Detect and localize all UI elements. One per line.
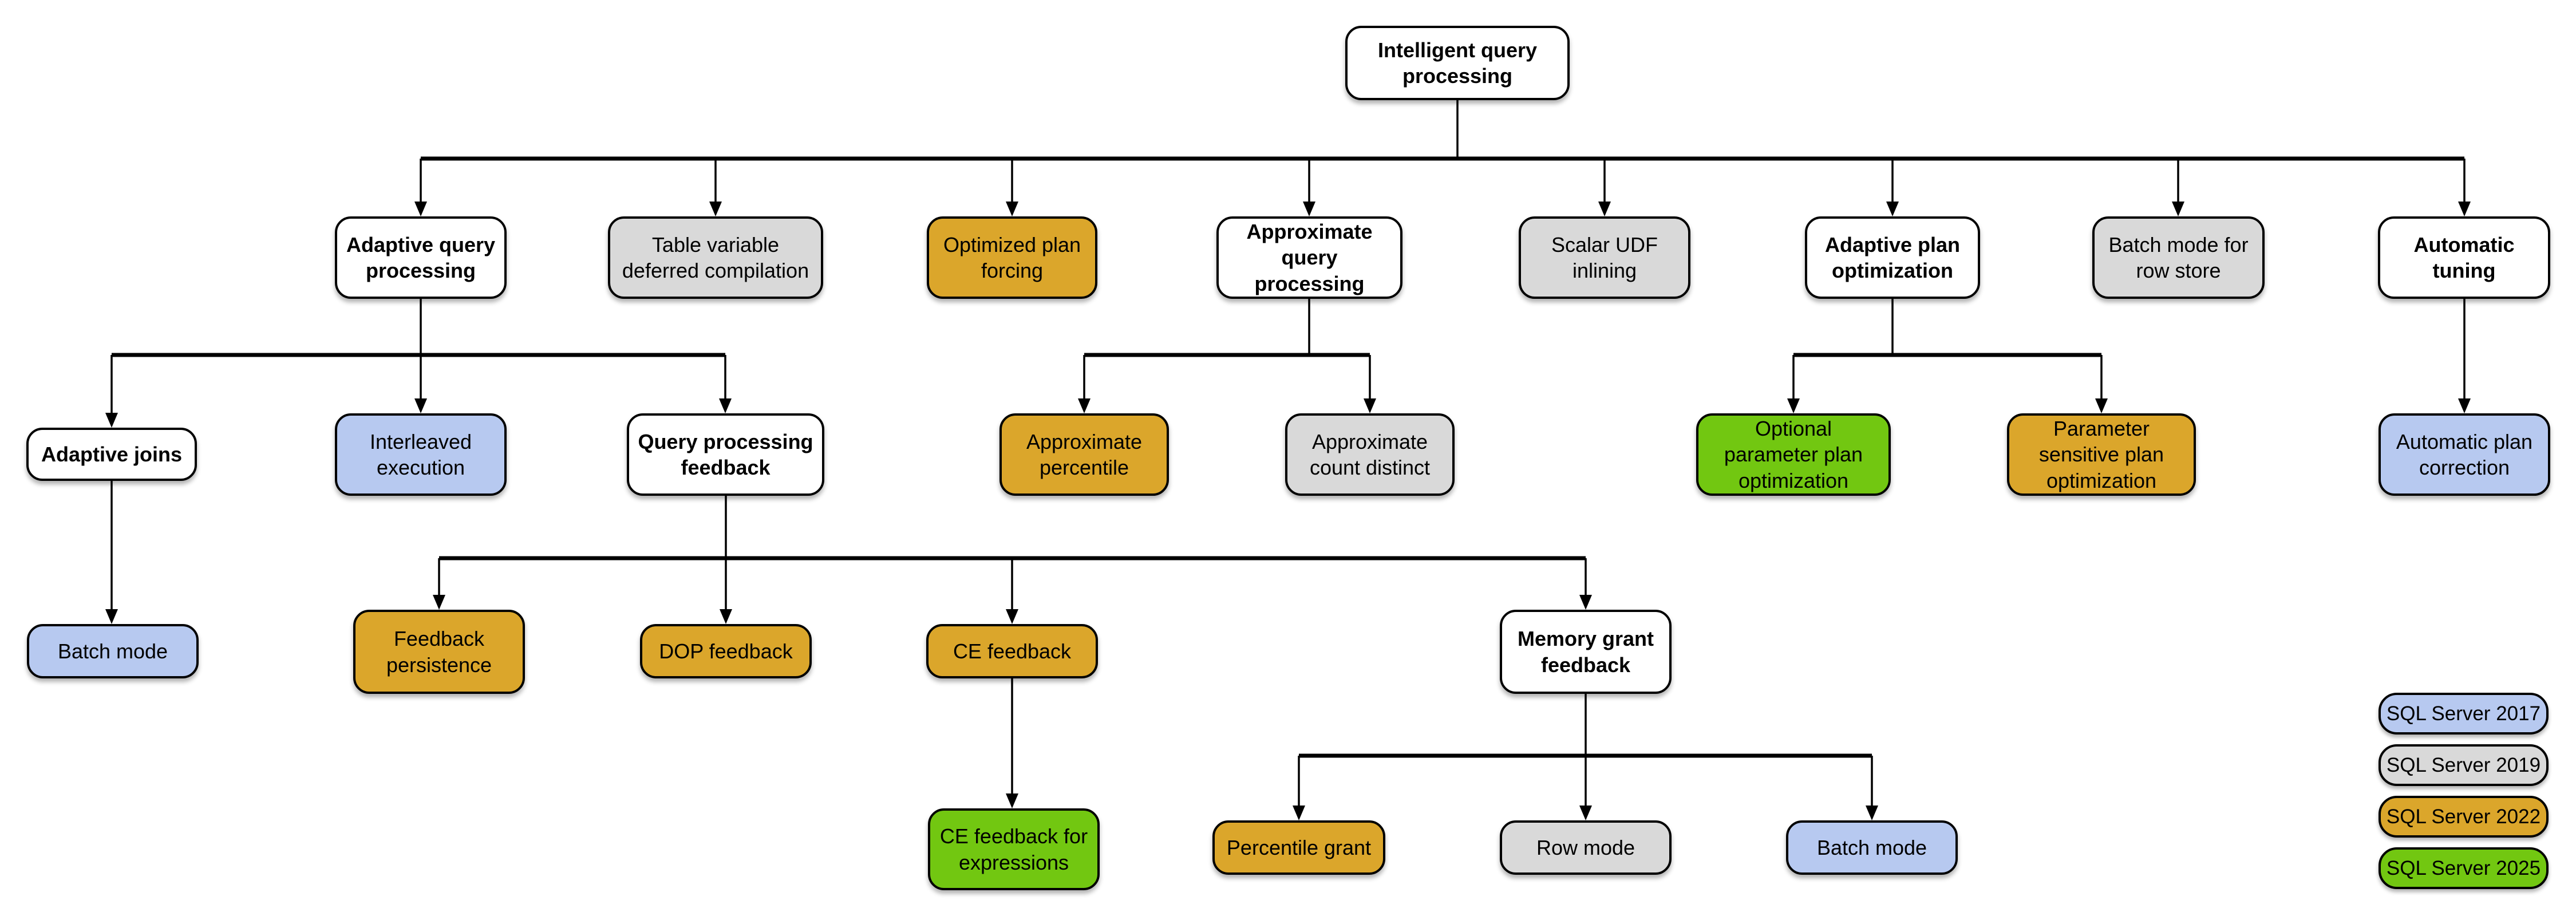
legend-sql-server-2022: SQL Server 2022 xyxy=(2379,796,2549,838)
node-batch-mode-adaptive-joins: Batch mode xyxy=(27,624,199,678)
node-adaptive-plan-optimization: Adaptive plan optimization xyxy=(1805,216,1980,299)
node-optimized-plan-forcing: Optimized plan forcing xyxy=(927,216,1097,299)
node-memory-grant-feedback: Memory grant feedback xyxy=(1500,610,1672,694)
node-percentile-grant: Percentile grant xyxy=(1212,820,1385,875)
node-adaptive-joins: Adaptive joins xyxy=(26,428,197,481)
legend-sql-server-2017: SQL Server 2017 xyxy=(2379,693,2549,735)
node-interleaved-execution: Interleaved execution xyxy=(335,413,507,496)
legend-sql-server-2025: SQL Server 2025 xyxy=(2379,847,2549,889)
node-ce-feedback-for-expressions: CE feedback for expressions xyxy=(928,808,1100,890)
arrowheads xyxy=(105,202,2471,820)
node-ce-feedback: CE feedback xyxy=(926,624,1098,678)
node-batch-mode-memory-grant: Batch mode xyxy=(1786,820,1958,875)
node-automatic-plan-correction: Automatic plan correction xyxy=(2379,413,2550,496)
node-scalar-udf-inlining: Scalar UDF inlining xyxy=(1519,216,1690,299)
node-approximate-count-distinct: Approximate count distinct xyxy=(1285,413,1455,496)
node-feedback-persistence: Feedback persistence xyxy=(353,610,525,694)
node-automatic-tuning: Automatic tuning xyxy=(2378,216,2550,299)
node-row-mode: Row mode xyxy=(1500,820,1672,875)
node-approximate-query-processing: Approximate query processing xyxy=(1216,216,1402,299)
node-approximate-percentile: Approximate percentile xyxy=(999,413,1169,496)
node-dop-feedback: DOP feedback xyxy=(640,624,812,678)
node-intelligent-query-processing: Intelligent query processing xyxy=(1345,26,1570,100)
node-query-processing-feedback: Query processing feedback xyxy=(627,413,824,496)
node-table-variable-deferred-compilation: Table variable deferred compilation xyxy=(608,216,823,299)
node-parameter-sensitive-plan-optimization: Parameter sensitive plan optimization xyxy=(2007,413,2196,496)
node-batch-mode-for-row-store: Batch mode for row store xyxy=(2092,216,2265,299)
legend-sql-server-2019: SQL Server 2019 xyxy=(2379,744,2549,786)
node-adaptive-query-processing: Adaptive query processing xyxy=(335,216,507,299)
node-optional-parameter-plan-optimization: Optional parameter plan optimization xyxy=(1696,413,1891,496)
